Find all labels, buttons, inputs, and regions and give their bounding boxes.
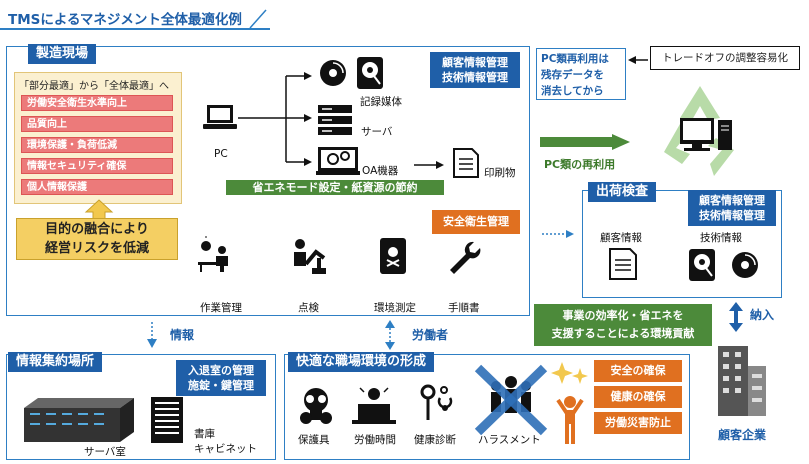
recycle-icon bbox=[664, 86, 734, 176]
purpose-line-1: 目的の融合により bbox=[45, 222, 149, 237]
access-control-tag: 入退室の管理 施錠・鍵管理 bbox=[176, 360, 266, 396]
oa-label: OA機器 bbox=[362, 165, 399, 177]
title-banner bbox=[0, 6, 270, 30]
up-arrow-icon bbox=[84, 199, 114, 221]
focus-item: 労働安全衛生水準向上 bbox=[21, 95, 173, 111]
access-control-tag-line-1: 入退室の管理 bbox=[188, 364, 254, 377]
purpose-box: 目的の融合により 経営リスクを低減 bbox=[16, 218, 178, 260]
pc-reuse-note-line-1: PC類再利用は bbox=[541, 53, 609, 65]
eco-contribution-line-2: 支援することによる環境貢献 bbox=[551, 327, 695, 340]
disc-icon bbox=[320, 60, 346, 86]
focus-item: 品質向上 bbox=[21, 116, 173, 132]
building-icon bbox=[718, 346, 766, 416]
print-label: 印刷物 bbox=[484, 167, 516, 179]
gas-mask-icon bbox=[300, 388, 332, 424]
info-center-header: 情報集約場所 bbox=[8, 352, 103, 372]
hard-disk-icon bbox=[357, 57, 383, 89]
page-title: TMSによるマネジメント全体最適化例 bbox=[8, 12, 242, 28]
workplace-item-label: 労働時間 bbox=[354, 434, 396, 446]
eco-contribution-line-1: 事業の効率化・省エネを bbox=[562, 309, 684, 322]
tradeoff-arrow-icon bbox=[628, 56, 648, 64]
health-check-icon bbox=[420, 384, 453, 420]
disc-icon bbox=[732, 252, 758, 278]
pc-reuse-note-line-2: 残存データを bbox=[541, 69, 604, 81]
info-arrow-label: 情報 bbox=[170, 328, 195, 342]
purpose-line-2: 経営リスクを低減 bbox=[44, 241, 149, 256]
shipping-tag-line-2: 技術情報管理 bbox=[699, 209, 765, 222]
double-arrow-icon bbox=[729, 302, 743, 332]
eco-mode-bar: 省エネモード設定・紙資源の節約 bbox=[226, 180, 444, 195]
harassment-icon bbox=[474, 364, 548, 436]
pc-reuse-note: PC類再利用は 残存データを 消去してから bbox=[536, 48, 626, 100]
delivery-label: 納入 bbox=[750, 308, 775, 322]
work-item-label: 点検 bbox=[298, 302, 319, 314]
focus-panel: 「部分最適」から「全体最適」へ 労働安全衛生水準向上 品質向上 環境保護・負荷低… bbox=[14, 72, 182, 204]
focus-item: 個人情報保護 bbox=[21, 179, 173, 195]
shipping-tag: 顧客情報管理 技術情報管理 bbox=[688, 190, 776, 226]
working-hours-icon bbox=[352, 387, 396, 424]
customer-tech-tag: 顧客情報管理 技術情報管理 bbox=[430, 52, 520, 88]
document-icon bbox=[609, 248, 637, 280]
tradeoff-box: トレードオフの調整容易化 bbox=[650, 46, 800, 70]
wrench-icon bbox=[450, 241, 481, 274]
safety-tag: 安全衛生管理 bbox=[432, 210, 520, 234]
shipping-tag-line-1: 顧客情報管理 bbox=[699, 194, 765, 207]
work-item-label: 作業管理 bbox=[200, 302, 242, 314]
title-banner-slant bbox=[249, 9, 267, 29]
workplace-tag: 労働災害防止 bbox=[594, 412, 682, 434]
work-item-label: 手順書 bbox=[448, 302, 480, 314]
workplace-header: 快適な職場環境の形成 bbox=[288, 352, 435, 372]
focus-item: 環境保護・負荷低減 bbox=[21, 137, 173, 153]
inspection-robot-icon bbox=[294, 239, 326, 274]
access-control-tag-line-2: 施錠・鍵管理 bbox=[188, 379, 254, 392]
workplace-tag: 安全の確保 bbox=[594, 360, 682, 382]
pc-branch-lines bbox=[238, 72, 312, 166]
customer-info-label: 顧客情報 bbox=[600, 232, 642, 244]
cabinet-icon bbox=[151, 397, 183, 443]
work-management-icon bbox=[198, 236, 228, 272]
oa-device-icon bbox=[316, 147, 360, 175]
pc-label: PC bbox=[214, 148, 228, 160]
hazard-barrel-icon bbox=[380, 238, 406, 274]
customer-tech-tag-line-1: 顧客情報管理 bbox=[442, 56, 508, 69]
server-rack-icon bbox=[24, 398, 134, 442]
laptop-icon bbox=[203, 105, 237, 129]
dotted-arrow-to-shipping bbox=[542, 230, 574, 238]
pc-reuse-note-line-3: 消去してから bbox=[541, 85, 604, 97]
worker-arrow-label: 労働者 bbox=[412, 328, 449, 342]
server-room-label: サーバ室 bbox=[84, 446, 126, 458]
cabinet-label-line-2: キャビネット bbox=[194, 443, 257, 455]
server-icon bbox=[318, 105, 352, 135]
focus-title: 「部分最適」から「全体最適」へ bbox=[19, 81, 169, 92]
eco-contribution-box: 事業の効率化・省エネを 支援することによる環境貢献 bbox=[534, 304, 712, 346]
workplace-item-label: 保護具 bbox=[298, 434, 330, 446]
sparkle-person-icon bbox=[551, 362, 588, 444]
focus-item: 情報セキュリティ確保 bbox=[21, 158, 173, 174]
workplace-item-label: 健康診断 bbox=[414, 434, 456, 446]
reuse-arrow-label: PC類の再利用 bbox=[544, 158, 616, 171]
server-label: サーバ bbox=[361, 126, 393, 138]
reuse-arrow-icon bbox=[540, 134, 630, 150]
workplace-item-label: ハラスメント bbox=[478, 434, 541, 446]
dotted-updown-arrow-icon bbox=[385, 320, 395, 350]
shipping-header: 出荷検査 bbox=[588, 182, 657, 202]
tech-info-label: 技術情報 bbox=[700, 232, 742, 244]
media-label: 記録媒体 bbox=[360, 96, 402, 108]
client-label: 顧客企業 bbox=[718, 428, 767, 442]
document-icon bbox=[453, 148, 479, 178]
hard-disk-icon bbox=[689, 249, 715, 281]
work-item-label: 環境測定 bbox=[374, 302, 416, 314]
cabinet-label-line-1: 書庫 bbox=[194, 428, 215, 440]
manufacturing-header: 製造現場 bbox=[28, 44, 97, 64]
oa-to-print-arrow bbox=[414, 161, 444, 169]
customer-tech-tag-line-2: 技術情報管理 bbox=[442, 71, 508, 84]
dotted-down-arrow-icon bbox=[147, 322, 157, 348]
workplace-tag: 健康の確保 bbox=[594, 386, 682, 408]
